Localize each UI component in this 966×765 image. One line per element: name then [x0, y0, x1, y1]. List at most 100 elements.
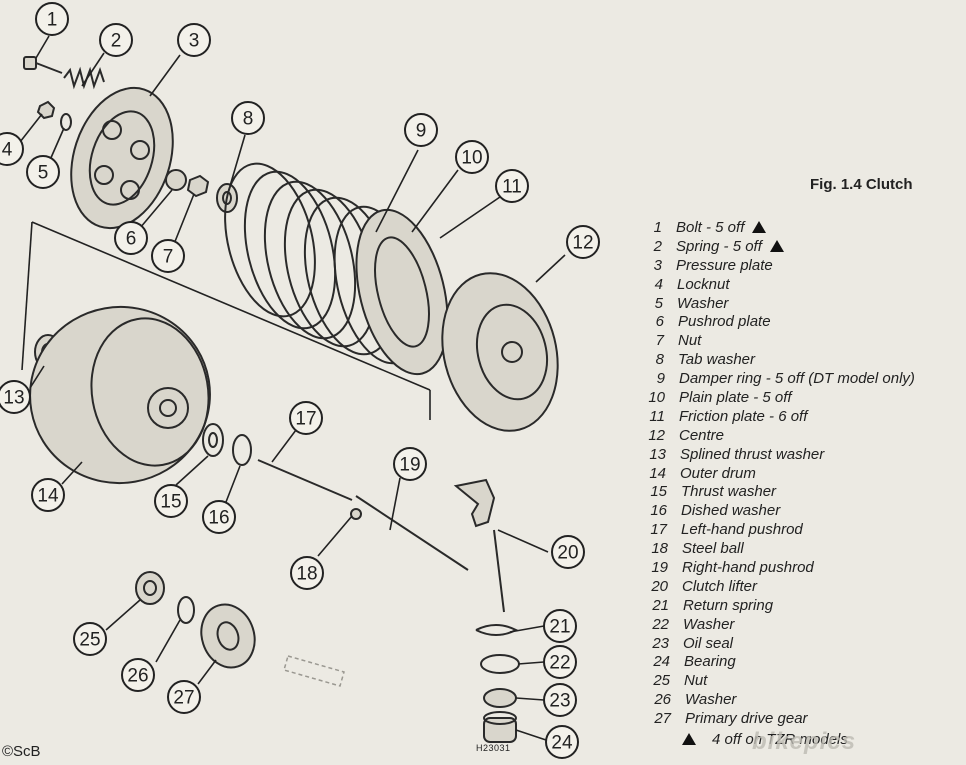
callout-7: 7 [151, 239, 185, 273]
legend-text: Pushrod plate [678, 313, 771, 330]
legend-text: Oil seal [683, 635, 733, 652]
callout-circle [177, 23, 211, 57]
legend-number: 25 [653, 672, 670, 690]
callout-18: 18 [290, 556, 324, 590]
legend-text: Bearing [684, 653, 736, 670]
washer-26-part [177, 596, 195, 624]
legend-label: Right-hand pushrod [682, 559, 814, 577]
legend-row: 20 Clutch lifter [646, 578, 757, 597]
legend-number: 26 [654, 691, 671, 709]
legend-label: Centre [679, 426, 725, 444]
legend-number: 11 [649, 407, 665, 425]
legend-number: 8 [655, 351, 664, 369]
legend-label: Plain plate - 5 off [679, 389, 792, 407]
callout-23: 23 [543, 683, 577, 717]
legend-text: Friction plate - 6 off [679, 408, 807, 425]
callout-17: 17 [289, 401, 323, 435]
callout-14: 14 [31, 478, 65, 512]
callout-15: 15 [154, 484, 188, 518]
legend-number: 18 [651, 540, 668, 558]
legend-number: 19 [651, 559, 668, 577]
legend-text: Clutch lifter [682, 578, 757, 595]
legend-label: Left-hand pushrod [681, 521, 803, 539]
legend-text: Left-hand pushrod [681, 521, 803, 538]
legend-text: Washer [677, 295, 728, 312]
callout-circle [202, 500, 236, 534]
legend-text: Locknut [677, 276, 730, 293]
callout-circle [290, 556, 324, 590]
legend-text: Nut [684, 672, 707, 689]
legend-number: 24 [653, 653, 670, 671]
callout-number: 22 [549, 653, 570, 674]
legend-text: Primary drive gear [685, 710, 808, 727]
callout-number: 3 [189, 31, 200, 52]
thrust-washer-part [202, 423, 224, 457]
legend-row: 19 Right-hand pushrod [646, 559, 813, 578]
legend-number: 17 [650, 521, 667, 539]
legend-label: Washer [677, 294, 729, 312]
callout-5: 5 [26, 155, 60, 189]
triangle-marker-icon [769, 239, 784, 252]
legend-number: 15 [650, 483, 667, 501]
legend-label: Dished washer [681, 502, 781, 520]
callout-circle [393, 447, 427, 481]
callout-circle [35, 2, 69, 36]
legend-number: 4 [654, 275, 663, 293]
callout-number: 17 [295, 409, 316, 430]
washer-5-part [60, 113, 72, 131]
callout-number: 14 [37, 486, 59, 507]
callout-10: 10 [455, 140, 489, 174]
legend-label: Return spring [683, 596, 774, 614]
legend-label: Damper ring - 5 off (DT model only) [679, 370, 915, 388]
legend-text: Pressure plate [676, 257, 773, 274]
legend-number: 12 [648, 426, 665, 444]
legend-number: 10 [648, 389, 665, 407]
legend-label: Bolt - 5 off [676, 219, 745, 236]
callout-circle [231, 101, 265, 135]
legend-label: Steel ball [682, 540, 744, 558]
image-credit: ©ScB [2, 743, 41, 760]
callout-number: 9 [416, 121, 427, 142]
callout-13: 13 [0, 380, 31, 414]
legend-label: Friction plate - 6 off [679, 407, 808, 425]
legend-number: 23 [652, 634, 669, 652]
triangle-marker-icon [682, 733, 696, 745]
callout-26: 26 [121, 658, 155, 692]
legend-label: Thrust washer [681, 483, 777, 501]
legend-number: 22 [652, 615, 669, 633]
legend-label: Bearing [684, 653, 736, 671]
callout-number: 1 [47, 10, 58, 31]
callout-4: 4 [0, 132, 24, 166]
legend-number: 13 [649, 445, 666, 463]
callout-number: 18 [296, 564, 317, 585]
callout-circle [0, 132, 24, 166]
callout-circle [543, 609, 577, 643]
legend-label: Spring - 5 off [676, 237, 762, 255]
callout-circle [289, 401, 323, 435]
pushrod-assembly [257, 459, 469, 571]
callout-circle [543, 683, 577, 717]
assembly-outline [21, 221, 431, 420]
callout-number: 13 [3, 388, 24, 409]
bolt-part [23, 56, 63, 74]
return-spring-part [475, 624, 519, 636]
callout-circle [26, 155, 60, 189]
legend-number: 20 [651, 577, 668, 595]
footnote-text: 4 off on TZR models [712, 731, 848, 748]
legend-row: 11 Friction plate - 6 off [643, 408, 807, 427]
legend-number: 7 [655, 332, 664, 350]
callout-number: 20 [557, 543, 578, 564]
spring-part [63, 66, 105, 90]
callout-3: 3 [177, 23, 211, 57]
legend-number: 2 [653, 237, 662, 255]
legend-label: Washer [685, 691, 737, 709]
legend-text: Nut [678, 332, 701, 349]
